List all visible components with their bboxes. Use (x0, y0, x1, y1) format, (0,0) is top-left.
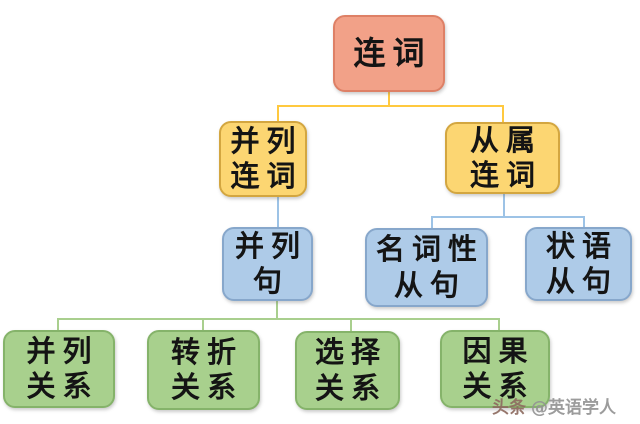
watermark-brand: 头条 (492, 398, 526, 418)
connector-blue-right-stem (503, 192, 505, 218)
node-alternative-relation: 选择 关系 (295, 331, 400, 410)
node-alternative-relation-line2: 关系 (314, 370, 387, 405)
node-compound-sentence-line1: 并列 (234, 228, 307, 263)
node-conjunction: 连词 (333, 15, 445, 92)
node-causal-relation-line2: 关系 (462, 369, 535, 403)
node-causal-relation-line1: 因果 (462, 333, 535, 368)
connector-green-bar (57, 318, 500, 320)
node-adversative-relation: 转折 关系 (147, 330, 260, 410)
connector-green-drop-4 (498, 318, 500, 331)
node-subordinating-conjunction-line2: 连词 (469, 158, 542, 192)
connector-yellow-bar (277, 105, 504, 107)
node-noun-clause-line1: 名词性 (375, 232, 484, 267)
node-conjunction-label: 连词 (353, 33, 432, 72)
node-adversative-relation-line1: 转折 (170, 334, 243, 369)
node-adverbial-clause-line1: 状语 (545, 228, 618, 263)
node-coordinate-relation-line1: 并列 (26, 333, 99, 368)
node-adverbial-clause-line2: 从句 (545, 264, 618, 298)
connector-green-drop-2 (202, 318, 204, 331)
watermark: 头条 @英语学人 (492, 393, 616, 418)
node-coordinating-conjunction-line2: 连词 (230, 159, 303, 193)
node-subordinating-conjunction: 从属 连词 (445, 122, 560, 194)
node-alternative-relation-line1: 选择 (314, 335, 387, 370)
node-coordinate-relation-line2: 关系 (26, 369, 99, 403)
connector-green-stem (276, 299, 278, 320)
node-noun-clause: 名词性 从句 (365, 228, 488, 307)
connector-green-drop-3 (350, 318, 352, 332)
connector-blue-drop-adverbial (583, 216, 585, 228)
node-adverbial-clause: 状语 从句 (525, 227, 632, 301)
connector-blue-drop-noun (431, 216, 433, 229)
node-compound-sentence: 并列 句 (222, 227, 313, 301)
node-coordinate-relation: 并列 关系 (3, 330, 115, 408)
node-coordinating-conjunction: 并列 连词 (219, 121, 307, 197)
connector-yellow-drop-right (502, 105, 504, 123)
connector-blue-bar (431, 216, 585, 218)
connector-yellow-stem (388, 90, 390, 106)
node-coordinating-conjunction-line1: 并列 (230, 123, 303, 158)
node-adversative-relation-line2: 关系 (170, 370, 243, 404)
node-compound-sentence-line2: 句 (252, 264, 289, 298)
connector-yellow-drop-left (277, 105, 279, 122)
connector-green-drop-1 (57, 318, 59, 331)
watermark-handle: @英语学人 (531, 398, 616, 418)
node-causal-relation: 因果 关系 (440, 330, 550, 408)
node-noun-clause-line2: 从句 (393, 267, 466, 302)
connector-blue-left-stem (277, 196, 279, 228)
node-subordinating-conjunction-line1: 从属 (469, 122, 542, 157)
